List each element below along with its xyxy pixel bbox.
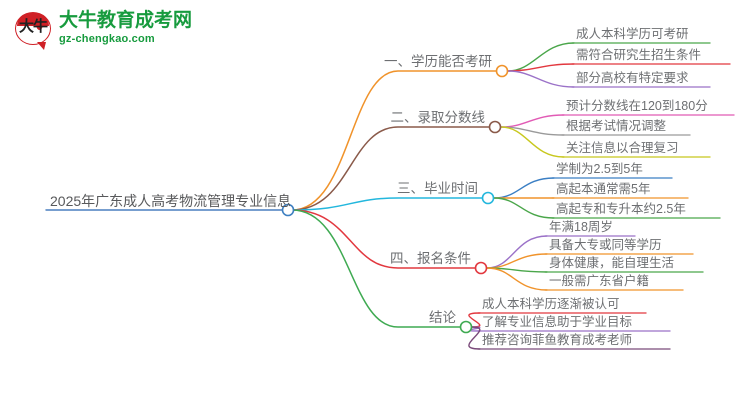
leaf-label-1-1[interactable]: 成人本科学历可考研 <box>576 27 689 41</box>
branch-label-2[interactable]: 二、录取分数线 <box>390 110 486 125</box>
leaf-label-4-4[interactable]: 一般需广东省户籍 <box>549 274 650 288</box>
mindmap-edge <box>486 267 548 291</box>
site-header: 大牛 大牛教育成考网 gz-chengkao.com <box>0 0 192 57</box>
mindmap-edge <box>493 197 555 219</box>
site-name: 大牛教育成考网 <box>59 10 193 32</box>
leaf-label-1-3[interactable]: 部分高校有特定要求 <box>576 71 689 85</box>
branch-label-4[interactable]: 四、报名条件 <box>390 251 471 266</box>
site-domain: gz-chengkao.com <box>59 33 155 46</box>
leaf-label-2-1[interactable]: 预计分数线在120到180分 <box>566 99 708 113</box>
mindmap-edge <box>291 209 476 269</box>
leaf-label-4-2[interactable]: 具备大专或同等学历 <box>549 238 662 252</box>
mindmap-edge <box>291 209 461 328</box>
logo-dot-shape <box>36 17 43 30</box>
branch-label-3[interactable]: 三、毕业时间 <box>397 181 478 196</box>
branch-label-1[interactable]: 一、学历能否考研 <box>384 54 492 69</box>
leaf-label-4-1[interactable]: 年满18周岁 <box>549 220 613 234</box>
leaf-label-3-2[interactable]: 高起本通常需5年 <box>556 182 651 196</box>
mindmap-edge <box>493 177 555 199</box>
leaf-label-4-3[interactable]: 身体健康，能自理生活 <box>549 256 675 270</box>
mindmap-node-circle[interactable] <box>281 203 295 217</box>
leaf-label-1-2[interactable]: 需符合研究生招生条件 <box>576 48 702 62</box>
leaf-label-5-2[interactable]: 了解专业信息助于学业目标 <box>482 315 633 329</box>
leaf-label-3-1[interactable]: 学制为2.5到5年 <box>556 162 643 176</box>
leaf-label-5-3[interactable]: 推荐咨询菲鱼教育成考老师 <box>482 333 633 347</box>
mindmap-edge <box>291 197 483 211</box>
branch-label-5[interactable]: 结论 <box>429 310 456 325</box>
leaf-label-5-1[interactable]: 成人本科学历逐渐被认可 <box>482 297 620 311</box>
mindmap-edge <box>468 326 481 350</box>
mindmap-node-circle[interactable] <box>488 120 502 134</box>
mindmap-node-circle[interactable] <box>495 64 509 78</box>
daniu-bubble-logo-icon: 大牛 <box>14 10 52 50</box>
mindmap-node-circle[interactable] <box>474 261 488 275</box>
mindmap-edge <box>291 126 490 211</box>
logo-cn-text: 大牛 <box>18 17 48 35</box>
mindmap-node-circle[interactable] <box>459 320 473 334</box>
mindmap-edge <box>500 114 565 128</box>
leaf-label-3-3[interactable]: 高起专和专升本约2.5年 <box>556 202 686 216</box>
leaf-label-2-2[interactable]: 根据考试情况调整 <box>566 119 667 133</box>
mindmap-edge <box>486 235 548 269</box>
leaf-label-2-3[interactable]: 关注信息以合理复习 <box>566 141 679 155</box>
mindmap-edge <box>500 126 565 158</box>
mindmap-edge <box>507 70 575 88</box>
mindmap-nodes <box>281 64 509 334</box>
root-label[interactable]: 2025年广东成人高考物流管理专业信息 <box>50 193 292 209</box>
mindmap-edge <box>291 70 497 211</box>
mindmap-node-circle[interactable] <box>481 191 495 205</box>
mindmap-edge <box>507 63 575 72</box>
logo-text-block: 大牛教育成考网 gz-chengkao.com <box>59 10 192 46</box>
mindmap-edges <box>45 42 735 350</box>
